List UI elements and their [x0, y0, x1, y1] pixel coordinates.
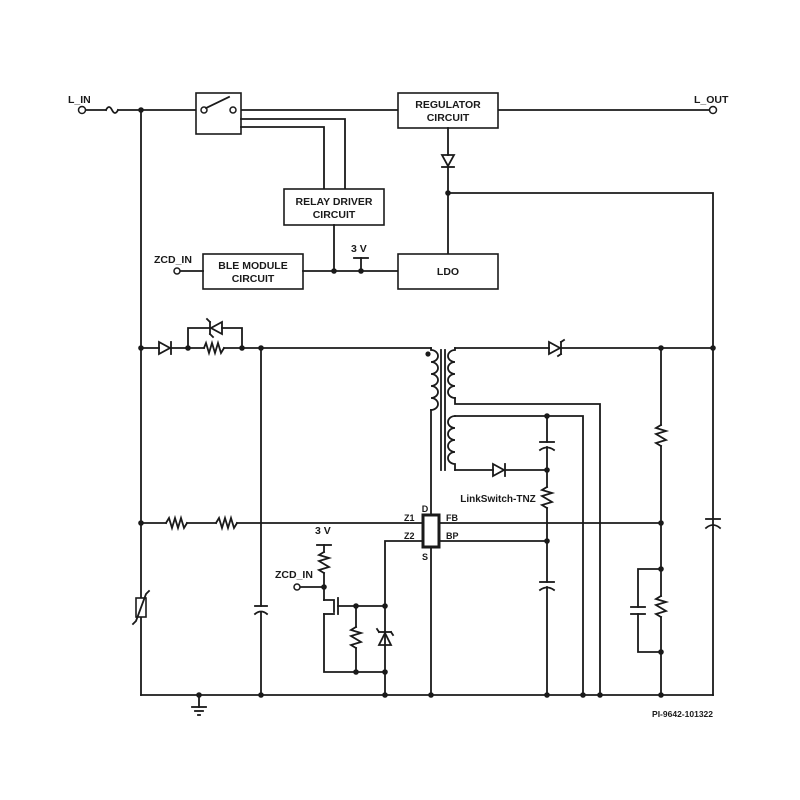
transformer [425, 347, 456, 471]
pin-fb-label: FB [446, 513, 458, 523]
pin-z1-label: Z1 [404, 513, 415, 523]
pin-d-label: D [422, 504, 429, 514]
z1-resistor-2 [214, 514, 239, 532]
snubber-loop-left [187, 327, 210, 349]
relay-driver-label-line2: CIRCUIT [313, 209, 356, 221]
fb-cap-wire-top [637, 568, 662, 608]
output-rail [447, 192, 714, 696]
pin-z2-label: Z2 [404, 531, 415, 541]
divider-resistor-upper [653, 423, 670, 448]
ble-label-line2: CIRCUIT [232, 273, 275, 285]
thermistor [131, 589, 151, 626]
pullup-resistor [316, 550, 333, 575]
ble-module-block [202, 253, 304, 290]
regulator-label-line1: REGULATOR [415, 99, 481, 111]
pin-s-label: S [422, 552, 428, 562]
ground-symbol [191, 694, 207, 716]
ic-name-label: LinkSwitch-TNZ [460, 494, 536, 505]
fb-cap-wire-bottom [637, 613, 662, 653]
relay-driver-label-line1: RELAY DRIVER [295, 196, 372, 208]
regulator-circuit-block [397, 92, 499, 129]
input-diode [158, 340, 172, 356]
zcd-in-top-terminal [173, 267, 181, 275]
snubber-resistor [202, 339, 226, 357]
three-volt-top-label: 3 V [351, 243, 367, 255]
divider-resistor-lower [653, 594, 670, 619]
bias-resistor [539, 485, 556, 510]
l-in-terminal [77, 105, 87, 115]
z2-wire [384, 540, 424, 696]
zcd-in-bottom-terminal [293, 583, 301, 591]
fb-filter-capacitor [630, 606, 646, 615]
relay-switch [195, 92, 242, 135]
l-out-terminal [708, 105, 718, 115]
l-in-label: L_IN [68, 94, 91, 106]
regulator-label-line2: CIRCUIT [427, 112, 470, 124]
linkswitch-ic [421, 513, 441, 549]
snubber-zener [205, 317, 223, 339]
bias-diode [492, 462, 506, 478]
three-volt-bottom-label: 3 V [315, 525, 331, 537]
regulator-diode [440, 154, 456, 168]
zcd-in-top-label: ZCD_IN [154, 254, 192, 266]
mosfet [323, 597, 386, 615]
mosfet-source-wire [323, 613, 386, 673]
bias-winding-wire [454, 415, 584, 696]
fuse [104, 106, 120, 114]
output-capacitor [704, 518, 722, 530]
z2-zener-diode [375, 627, 395, 646]
figure-reference: PI-9642-101322 [652, 709, 713, 719]
relay-coil-wiring [240, 118, 346, 190]
ble-label-line1: BLE MODULE [218, 260, 287, 272]
ldo-label: LDO [437, 266, 459, 278]
snubber-loop-right [221, 327, 243, 349]
gate-resistor [348, 625, 365, 650]
ldo-block [397, 253, 499, 290]
output-schottky-diode [548, 338, 566, 358]
zcd-in-bottom-label: ZCD_IN [275, 569, 313, 581]
secondary-return-wire [454, 397, 601, 696]
junction-dots [138, 107, 716, 698]
z1-resistor-1 [164, 514, 189, 532]
l-out-label: L_OUT [694, 94, 729, 106]
pin-bp-label: BP [446, 531, 459, 541]
